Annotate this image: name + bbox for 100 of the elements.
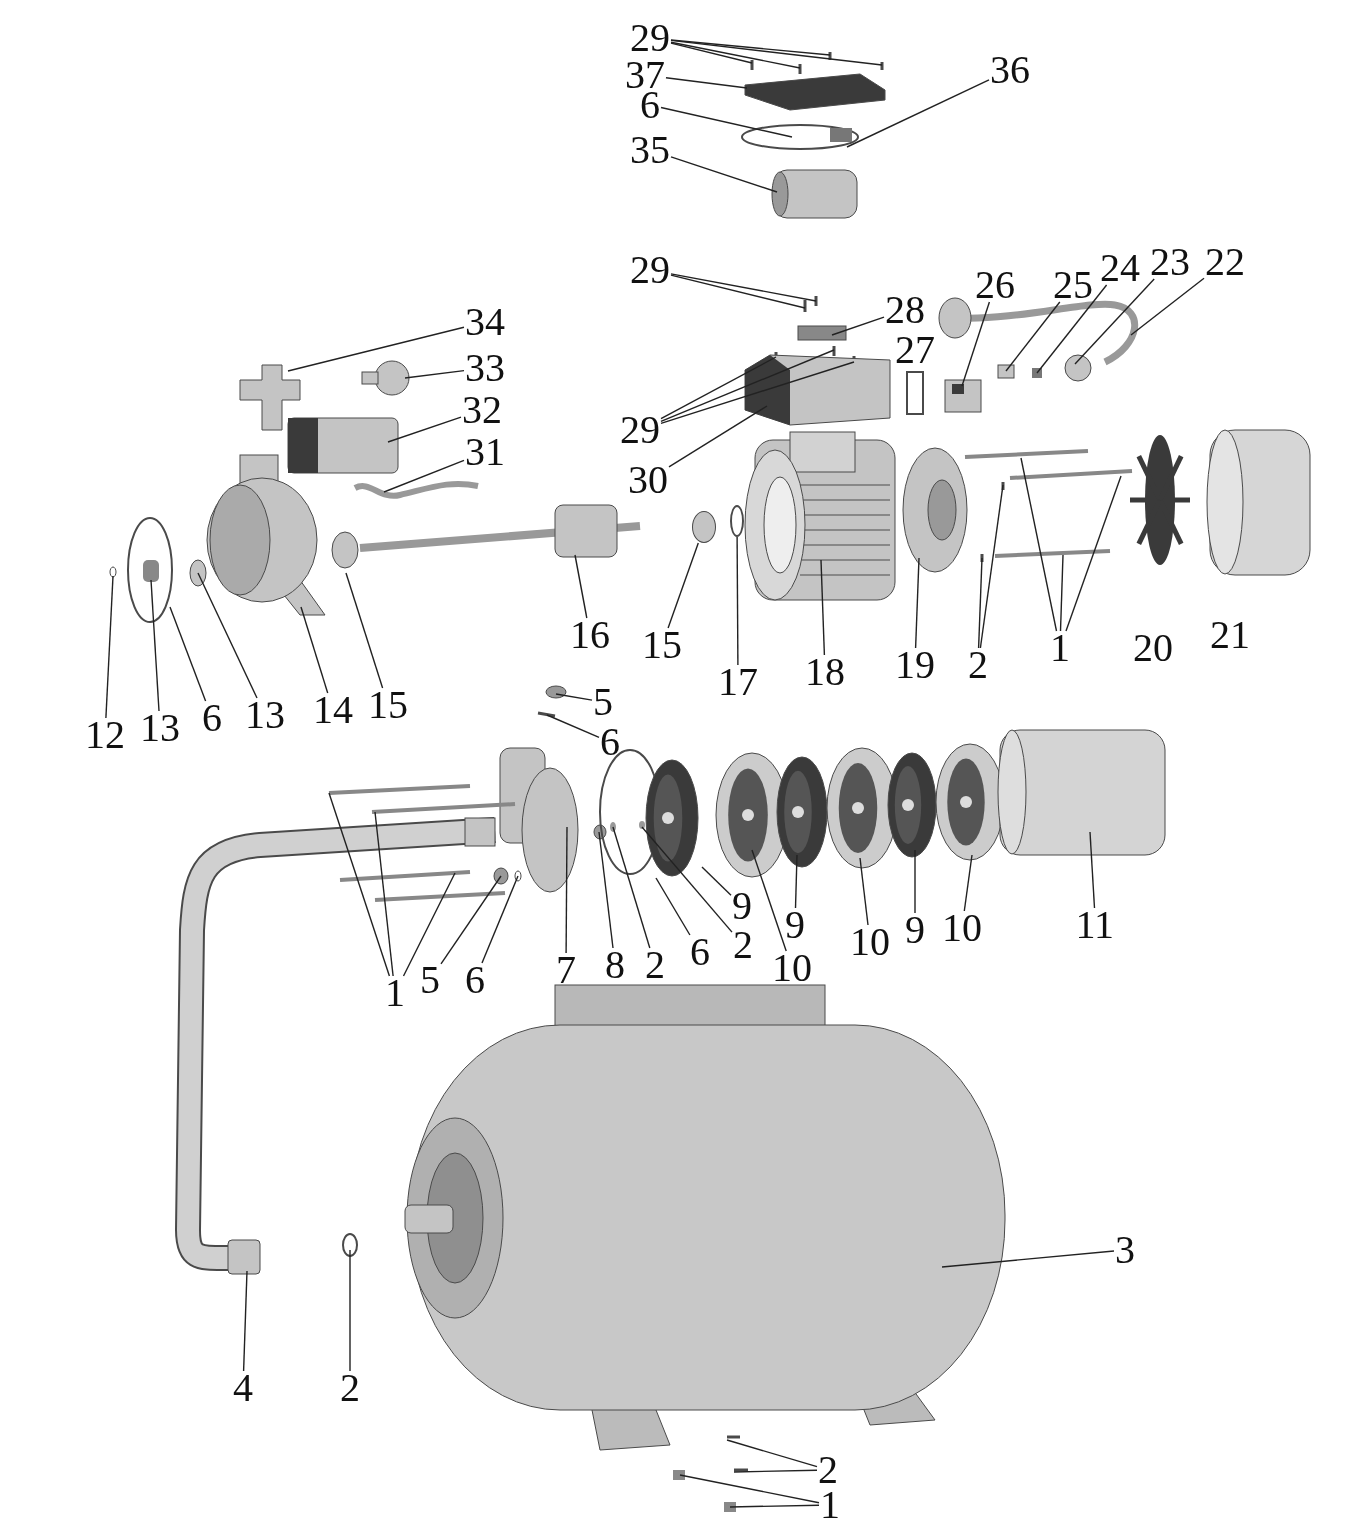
leader-line	[612, 826, 651, 949]
callout-number: 1	[1049, 631, 1071, 665]
bearing	[692, 511, 716, 543]
callout-number: 9	[731, 889, 753, 923]
leader-line	[670, 41, 801, 69]
callout-number: 15	[641, 628, 683, 662]
leader-line	[1059, 554, 1064, 632]
callout-number: 9	[784, 908, 806, 942]
leader-line	[655, 877, 691, 936]
o-ring	[730, 505, 744, 537]
leader-line	[150, 579, 160, 712]
leader-line	[1036, 284, 1108, 374]
leader-line	[961, 301, 991, 387]
leader-line	[242, 1270, 248, 1372]
leader-line	[481, 875, 519, 964]
callout-number: 10	[771, 951, 813, 985]
leader-line	[670, 273, 817, 302]
callout-number: 19	[894, 648, 936, 682]
leader-line	[546, 714, 600, 738]
leader-line	[374, 811, 394, 977]
callout-number: 9	[904, 913, 926, 947]
leader-line	[402, 872, 456, 977]
leader-line	[598, 831, 614, 949]
leader-line	[736, 536, 739, 666]
leader-line	[1089, 831, 1096, 909]
leader-line	[641, 826, 733, 933]
callout-number: 14	[312, 693, 354, 727]
leader-line	[1130, 277, 1205, 336]
leader-line	[679, 1474, 820, 1504]
callout-number: 2	[817, 1453, 839, 1487]
leader-line	[914, 849, 916, 914]
leader-line	[555, 693, 593, 701]
leader-line	[670, 274, 806, 309]
callout-number: 29	[629, 21, 671, 55]
leader-line	[733, 1469, 818, 1473]
callout-number: 21	[1209, 618, 1251, 652]
leader-line	[660, 356, 777, 420]
leader-line	[404, 369, 465, 379]
callout-number: 35	[629, 133, 671, 167]
callout-number: 29	[619, 413, 661, 447]
callout-number: 33	[464, 351, 506, 385]
leader-line	[300, 606, 329, 694]
callout-number: 15	[367, 688, 409, 722]
leader-line	[349, 1249, 351, 1372]
callout-number: 2	[967, 648, 989, 682]
callout-number: 6	[599, 725, 621, 759]
callout-number: 31	[464, 435, 506, 469]
leader-line	[963, 854, 973, 912]
leader-line	[1005, 301, 1061, 372]
leader-line	[941, 1250, 1115, 1268]
callout-number: 2	[339, 1371, 361, 1405]
leader-line	[665, 77, 748, 89]
leader-line	[1074, 278, 1155, 365]
callout-number: 34	[464, 305, 506, 339]
callout-number: 17	[717, 665, 759, 699]
callout-number: 8	[604, 948, 626, 982]
callout-number: 6	[464, 963, 486, 997]
callout-number: 7	[555, 953, 577, 987]
callout-number: 6	[689, 935, 711, 969]
leader-line	[794, 854, 798, 909]
callout-number: 2	[644, 948, 666, 982]
callout-number: 1	[819, 1488, 841, 1522]
callout-number: 25	[1052, 268, 1094, 302]
callout-number: 27	[894, 333, 936, 367]
leader-line	[668, 405, 768, 468]
leader-line	[660, 361, 855, 424]
leader-line	[729, 1504, 820, 1508]
callout-number: 2	[732, 928, 754, 962]
leader-line	[440, 875, 502, 965]
callout-number: 36	[989, 53, 1031, 87]
leader-line	[820, 559, 826, 656]
callout-number: 16	[569, 618, 611, 652]
leader-line	[328, 792, 391, 977]
leader-line	[670, 39, 831, 56]
leader-line	[859, 857, 869, 926]
callout-number: 4	[232, 1371, 254, 1405]
callout-number: 5	[592, 685, 614, 719]
leader-line	[667, 542, 699, 629]
leader-line	[1065, 475, 1122, 632]
callout-number: 24	[1099, 251, 1141, 285]
leader-line	[660, 106, 793, 138]
leader-line	[726, 1439, 818, 1468]
leader-line	[977, 557, 983, 649]
leader-line	[846, 79, 990, 148]
leader-line	[914, 557, 920, 649]
leader-line	[345, 572, 384, 689]
callout-number: 3	[1114, 1233, 1136, 1267]
callout-number: 26	[974, 268, 1016, 302]
callout-number: 12	[84, 718, 126, 752]
leader-line	[660, 349, 835, 422]
leader-line	[670, 156, 778, 193]
callout-number: 1	[384, 976, 406, 1010]
leader-line	[383, 459, 465, 493]
leader-line	[387, 416, 462, 443]
leader-line	[670, 42, 753, 64]
callout-number: 20	[1132, 631, 1174, 665]
callout-number: 11	[1074, 908, 1115, 942]
callout-number: 22	[1204, 245, 1246, 279]
callout-number: 13	[139, 711, 181, 745]
callout-number: 13	[244, 698, 286, 732]
